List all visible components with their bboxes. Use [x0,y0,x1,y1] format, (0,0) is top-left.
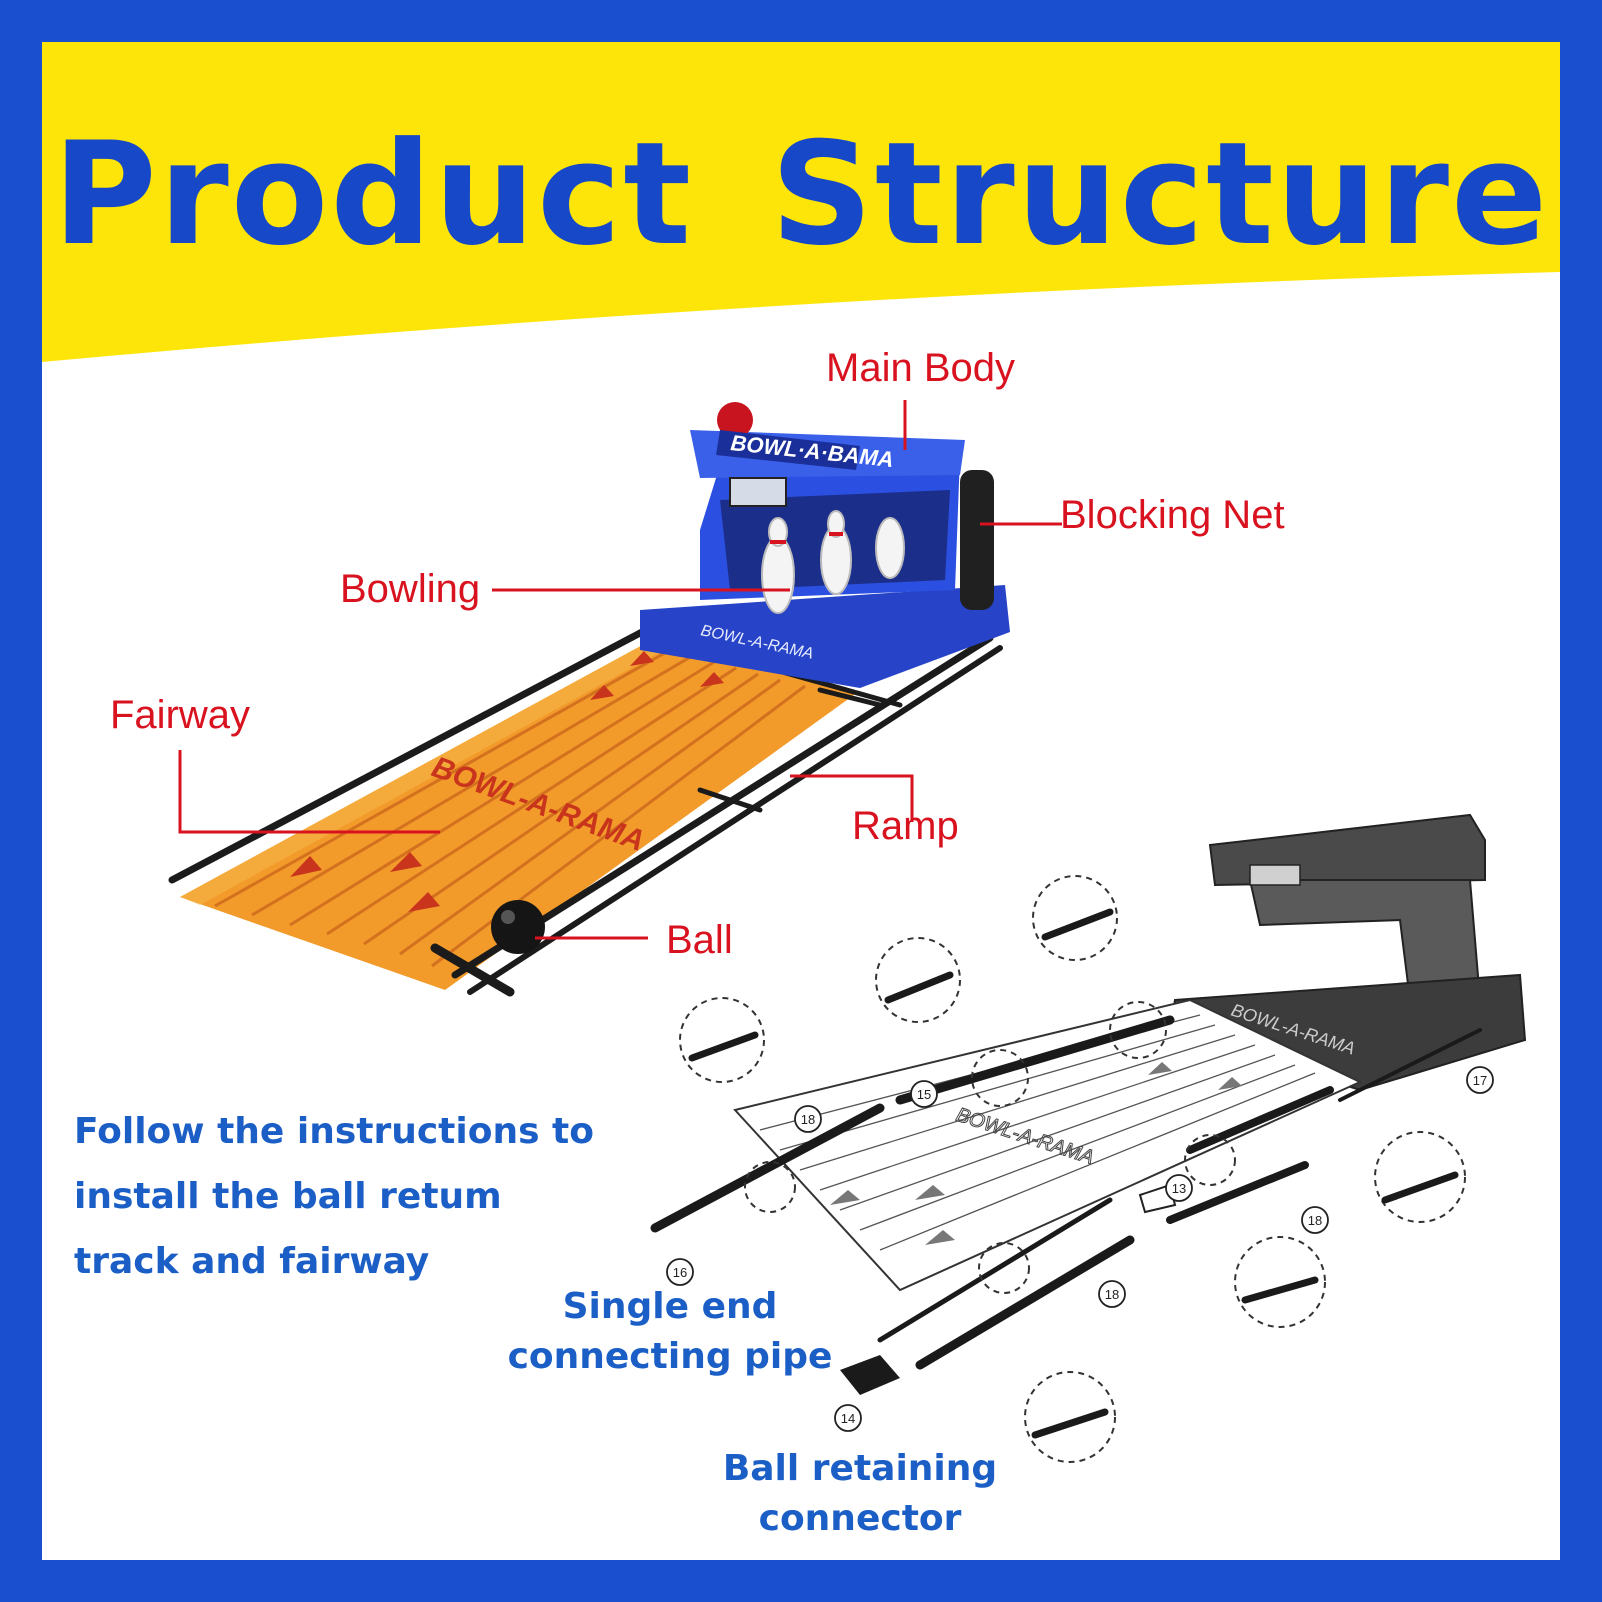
instruction-line-2: install the ball retum [74,1175,502,1217]
part-number-18a: 18 [801,1112,815,1127]
callout-bowling: Bowling [340,567,481,611]
part-number-17: 17 [1473,1073,1487,1088]
yellow-title-banner [42,42,1560,362]
label-ball-retaining-line1: Ball retaining [722,1448,998,1489]
callout-leader-lines [178,400,1062,940]
callout-fairway: Fairway [110,693,251,737]
detail-circles [679,875,1466,1463]
label-ball-retaining-line2: connector [758,1498,962,1540]
part-number-15: 15 [917,1087,931,1102]
exploded-assembly-diagram: BOWL-A-RAMA BOWL-A-RAMA [650,813,1527,1463]
part-number-16: 16 [673,1265,687,1280]
fairway-lane: BOWL-A-RAMA [180,642,858,990]
label-single-end-pipe: Single end connecting pipe [500,1282,840,1383]
callout-ball: Ball [666,918,733,962]
instruction-text: Follow the instructions to install the b… [74,1100,594,1294]
callout-ramp: Ramp [852,804,959,848]
ball [491,900,545,954]
bowling-pins [761,510,905,614]
callout-main-body: Main Body [826,346,1015,390]
callout-blocking-net: Blocking Net [1060,493,1285,537]
label-ball-retaining-connector: Ball retaining connector [700,1444,1020,1545]
part-number-14: 14 [841,1411,855,1426]
instruction-line-3: track and fairway [74,1240,430,1282]
part-number-18c: 18 [1105,1287,1119,1302]
part-number-18b: 18 [1308,1213,1322,1228]
instruction-line-1: Follow the instructions to [74,1111,594,1152]
main-body-machine: BOWL·A·BAMA BOWL-A-RAMA [640,402,1010,688]
label-single-end-pipe-line1: Single end [562,1286,778,1327]
detail-circle-pipes [688,908,1459,1439]
page-title: Product Structure [52,112,1550,277]
product-frame: Product Structure [42,42,1560,1560]
label-single-end-pipe-line2: connecting pipe [507,1336,833,1378]
part-number-markers [666,1066,1494,1432]
part-number-13: 13 [1172,1181,1186,1196]
